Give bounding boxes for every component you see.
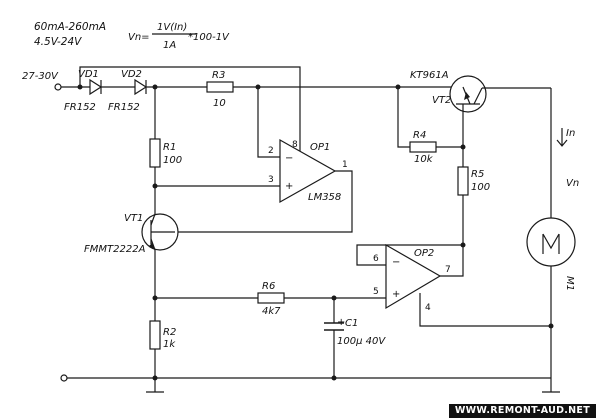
transistor-vt2 bbox=[449, 75, 551, 147]
r6-ref: R6 bbox=[262, 281, 275, 292]
op2-pin-6: 6 bbox=[373, 254, 379, 264]
op1-minus: − bbox=[285, 153, 293, 164]
r4-value: 10k bbox=[414, 154, 434, 165]
ground-terminal bbox=[60, 374, 68, 382]
current-range-label: 60mA-260mA bbox=[34, 21, 106, 33]
voltage-label: Vn bbox=[566, 178, 579, 189]
r1-value: 100 bbox=[163, 155, 182, 166]
vt2-part: KT961A bbox=[410, 70, 449, 81]
wire-op1-pin8-supply bbox=[79, 66, 301, 152]
op1-pin-8: 8 bbox=[292, 140, 298, 150]
m1-ref: M1 bbox=[564, 276, 575, 291]
wire-op1-out-vt1 bbox=[175, 170, 353, 233]
motor-symbol-icon bbox=[542, 233, 560, 254]
input-terminal bbox=[54, 83, 62, 91]
wire-r4-left bbox=[397, 87, 410, 148]
vt1-ref: VT1 bbox=[124, 213, 143, 224]
vt2-ref: VT2 bbox=[432, 95, 451, 106]
r6-value: 4k7 bbox=[262, 306, 281, 317]
resistor-r3 bbox=[206, 81, 234, 93]
op2-minus: − bbox=[392, 257, 400, 268]
vd2-ref: VD2 bbox=[121, 69, 142, 80]
op1-part: LM358 bbox=[308, 192, 341, 203]
r4-ref: R4 bbox=[413, 130, 426, 141]
r5-value: 100 bbox=[471, 182, 490, 193]
opamp-op1 bbox=[279, 138, 337, 204]
vd1-ref: VD1 bbox=[78, 69, 99, 80]
op1-ref: OP1 bbox=[310, 142, 330, 153]
r2-value: 1k bbox=[163, 339, 176, 350]
formula-rest: *100-1V bbox=[188, 32, 230, 43]
diode-vd1 bbox=[89, 78, 103, 96]
vd1-value: FR152 bbox=[64, 102, 96, 113]
op2-plus: + bbox=[392, 289, 400, 300]
voltage-range-label: 4.5V-24V bbox=[34, 36, 82, 48]
wire-op2-feedback bbox=[356, 244, 463, 266]
c1-ref: C1 bbox=[345, 318, 358, 329]
resistor-r4 bbox=[409, 141, 437, 153]
r1-ref: R1 bbox=[163, 142, 176, 153]
formula-denominator: 1A bbox=[163, 40, 176, 51]
op1-pin-3: 3 bbox=[268, 175, 274, 185]
c1-polarity: + bbox=[337, 317, 345, 328]
transistor-vt1 bbox=[141, 213, 179, 251]
current-arrow-icon bbox=[556, 128, 568, 147]
op1-pin-2: 2 bbox=[268, 146, 274, 156]
resistor-r1 bbox=[149, 138, 161, 168]
resistor-r5 bbox=[457, 166, 469, 196]
resistor-r6 bbox=[257, 292, 285, 304]
wire-op2-out bbox=[440, 245, 464, 277]
op2-ref: OP2 bbox=[414, 248, 434, 259]
watermark: WWW.REMONT-AUD.NET bbox=[448, 404, 596, 418]
formula-lhs: Vn= bbox=[128, 32, 150, 43]
op2-pin-5: 5 bbox=[373, 287, 379, 297]
resistor-r2 bbox=[149, 320, 161, 350]
wire-op2-pin4-ground bbox=[419, 293, 551, 327]
r2-ref: R2 bbox=[163, 327, 176, 338]
input-voltage-label: 27-30V bbox=[22, 71, 59, 82]
motor-m1 bbox=[526, 217, 576, 267]
vd2-value: FR152 bbox=[108, 102, 140, 113]
junction-ground-c1 bbox=[331, 375, 337, 381]
junction-supply bbox=[77, 84, 83, 90]
op2-pin-7: 7 bbox=[445, 265, 451, 275]
current-label: In bbox=[566, 128, 575, 139]
r3-ref: R3 bbox=[212, 70, 225, 81]
opamp-op2 bbox=[385, 243, 442, 310]
formula-numerator: 1V(In) bbox=[157, 22, 187, 33]
wire-op1-pin2 bbox=[257, 87, 280, 158]
c1-value: 100µ 40V bbox=[337, 336, 386, 347]
vt1-part: FMMT2222A bbox=[84, 244, 146, 255]
op2-pin-4: 4 bbox=[425, 303, 431, 313]
op1-pin-1: 1 bbox=[342, 160, 348, 170]
ground-symbol-right bbox=[542, 378, 560, 393]
r3-value: 10 bbox=[213, 98, 226, 109]
r5-ref: R5 bbox=[471, 169, 484, 180]
diode-vd2 bbox=[134, 78, 148, 96]
op1-plus: + bbox=[285, 181, 293, 192]
